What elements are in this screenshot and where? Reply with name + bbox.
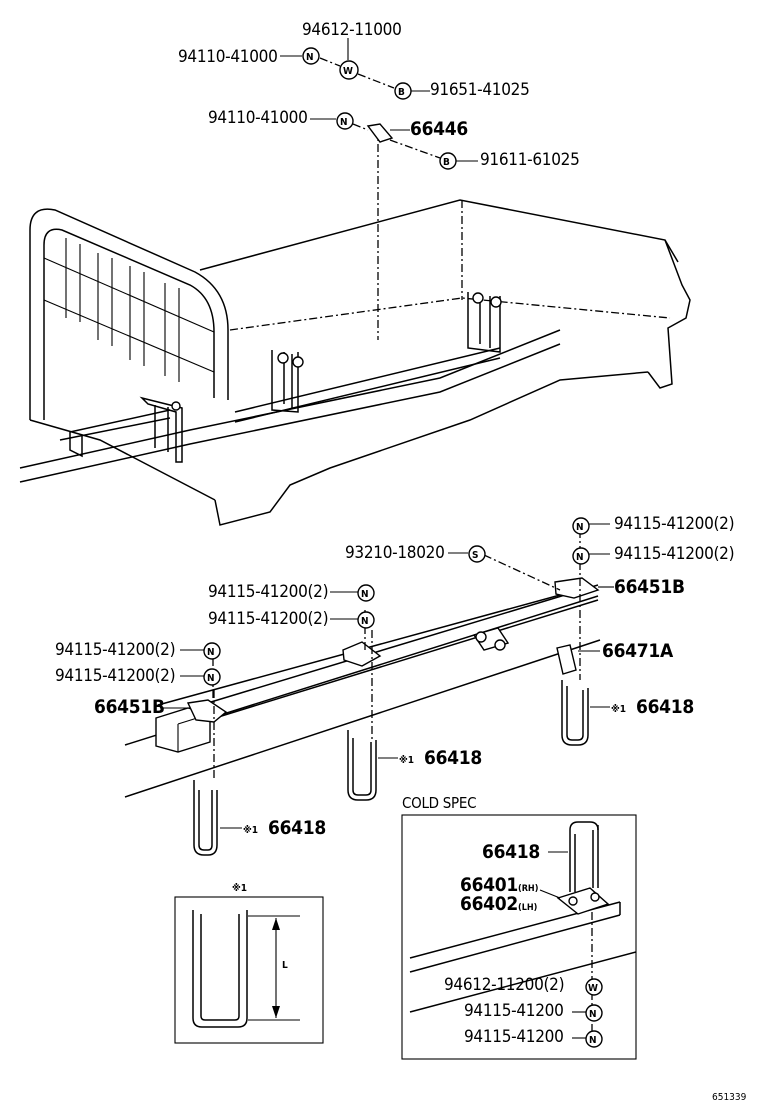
ubolt-66418-left xyxy=(193,780,218,856)
ubolt-66418-left-inner xyxy=(198,790,213,851)
label-94115-r1: 94115-41200(2) xyxy=(614,514,734,534)
label-66418-left: 66418 xyxy=(268,817,326,839)
bracket-66451b-right xyxy=(554,577,600,599)
svg-text:B: B xyxy=(443,157,450,168)
svg-text:※1: ※1 xyxy=(399,754,414,766)
label-94612-11000: 94612-11000 xyxy=(302,20,402,40)
nut-icon-l1 xyxy=(203,642,221,660)
svg-text:N: N xyxy=(340,117,348,128)
svg-text:N: N xyxy=(576,552,584,563)
label-66418-cold: 66418 xyxy=(482,841,540,863)
bracket-center xyxy=(342,641,382,667)
label-91651-41025: 91651-41025 xyxy=(430,80,530,100)
label-94115-cold-b: 94115-41200 xyxy=(464,1027,564,1047)
svg-text:(LH): (LH) xyxy=(518,903,537,913)
detail-box-title: ※1 xyxy=(232,882,247,894)
figure-id: 651339 xyxy=(712,1092,747,1103)
label-66418-mid: 66418 xyxy=(424,747,482,769)
bracket-66451b-left xyxy=(186,699,228,723)
left-hardware: 94115-41200(2) N 94115-41200(2) N 66451B… xyxy=(55,640,326,839)
nut-icon-l2 xyxy=(203,668,221,686)
label-94115-l2: 94115-41200(2) xyxy=(55,666,175,686)
nut-icon-2 xyxy=(336,112,354,130)
spacer-66446-icon xyxy=(366,123,394,143)
label-66401: 66401 xyxy=(460,874,518,896)
ubolt-66418-mid-inner xyxy=(352,738,372,796)
svg-text:(RH): (RH) xyxy=(518,884,538,894)
spring-pin-icon xyxy=(468,545,486,563)
svg-text:W: W xyxy=(588,983,598,994)
label-94612-11200: 94612-11200(2) xyxy=(444,975,564,995)
dimension-l-label: L xyxy=(282,960,288,971)
cold-spec-box: COLD SPEC 66418 66401 (RH) 66402 (LH) 94… xyxy=(401,794,637,1060)
label-93210-18020: 93210-18020 xyxy=(345,543,445,563)
cold-spec-title: COLD SPEC xyxy=(402,794,476,812)
svg-text:N: N xyxy=(207,647,215,658)
plate-66401-icon xyxy=(556,887,610,915)
truck-bed-illustration xyxy=(19,199,691,526)
detail-box-ubolt: ※1 L xyxy=(174,882,324,1044)
svg-text:N: N xyxy=(306,52,314,63)
right-hardware: N 94115-41200(2) N 94115-41200(2) 93210-… xyxy=(345,514,735,718)
svg-text:N: N xyxy=(589,1035,597,1046)
svg-text:N: N xyxy=(589,1009,597,1020)
label-66451b-right: 66451B xyxy=(614,576,685,598)
svg-text:N: N xyxy=(361,589,369,600)
label-91611-61025: 91611-61025 xyxy=(480,150,580,170)
nut-icon xyxy=(302,47,320,65)
label-66451b-left: 66451B xyxy=(94,696,165,718)
svg-text:※1: ※1 xyxy=(611,703,626,715)
washer-icon xyxy=(339,60,359,80)
middle-hardware: 94115-41200(2) N 94115-41200(2) N ※1 664… xyxy=(208,582,482,769)
label-94110-41000-a: 94110-41000 xyxy=(178,47,278,67)
label-94110-41000-b: 94110-41000 xyxy=(208,108,308,128)
label-94115-m1: 94115-41200(2) xyxy=(208,582,328,602)
label-66446: 66446 xyxy=(410,118,468,140)
svg-text:N: N xyxy=(576,522,584,533)
ubolt-66418-right xyxy=(561,680,589,746)
nut-icon-r1 xyxy=(572,517,590,535)
label-94115-l1: 94115-41200(2) xyxy=(55,640,175,660)
ubolt-66418-mid xyxy=(347,730,377,801)
svg-text:N: N xyxy=(361,616,369,627)
label-94115-m2: 94115-41200(2) xyxy=(208,609,328,629)
washer-icon-cold xyxy=(585,978,603,996)
bracket-66471a xyxy=(556,644,577,675)
ubolt-66418-right-inner xyxy=(566,686,584,741)
nut-icon-m1 xyxy=(357,584,375,602)
svg-text:※1: ※1 xyxy=(243,824,258,836)
svg-text:B: B xyxy=(398,87,405,98)
svg-text:S: S xyxy=(472,550,478,561)
label-66471a: 66471A xyxy=(602,640,674,662)
svg-text:N: N xyxy=(207,673,215,684)
nut-icon-m2 xyxy=(357,611,375,629)
label-94115-r2: 94115-41200(2) xyxy=(614,544,734,564)
label-66402: 66402 xyxy=(460,893,518,915)
label-94115-cold-a: 94115-41200 xyxy=(464,1001,564,1021)
nut-icon-cold-a xyxy=(585,1004,603,1022)
nut-icon-cold-b xyxy=(585,1030,603,1048)
top-hardware: 94612-11000 94110-41000 N W B 91651-4102… xyxy=(178,20,580,170)
nut-icon-r2 xyxy=(572,547,590,565)
label-66418-right: 66418 xyxy=(636,696,694,718)
svg-text:W: W xyxy=(343,66,353,77)
